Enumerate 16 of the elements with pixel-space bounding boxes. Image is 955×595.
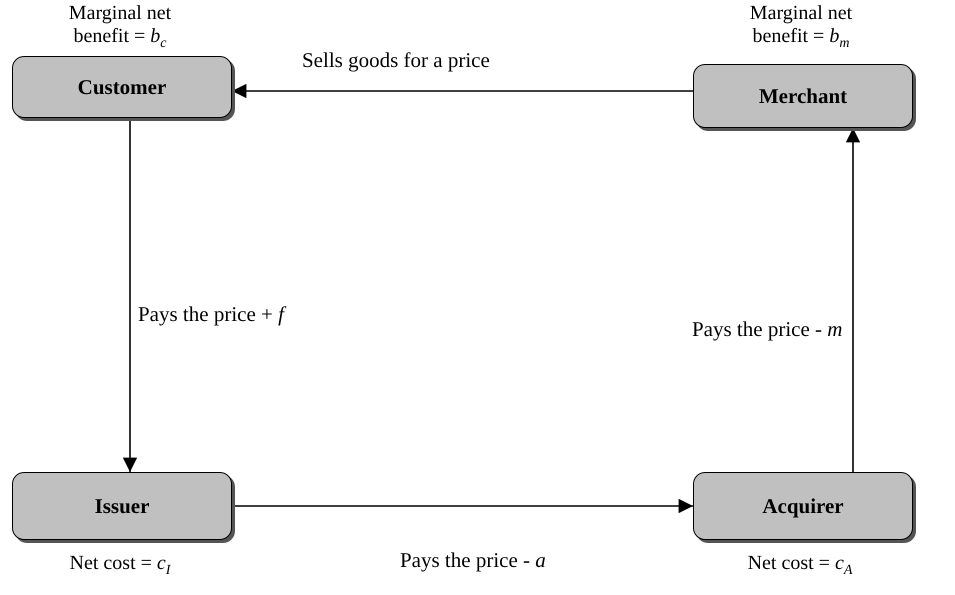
node-label: Issuer [94,494,150,518]
node-caption: Net cost = c$_{I}$ [68,552,172,580]
node-label: Acquirer [762,494,844,518]
node-label: Merchant [758,84,848,108]
node-caption: Marginal net benefit = b$_{c}$ [68,2,172,52]
process-box [693,472,913,540]
process-box [12,472,232,540]
process-box [693,64,913,128]
arrow [846,128,860,472]
arrow [232,84,693,98]
arrow [232,498,693,514]
node-caption: Net cost = c$_{A}$ [746,552,854,580]
node-label: Customer [78,74,166,100]
process-box [12,56,232,118]
arrow [122,118,138,472]
node-caption: Marginal net benefit = b$_{m}$ [748,2,854,52]
